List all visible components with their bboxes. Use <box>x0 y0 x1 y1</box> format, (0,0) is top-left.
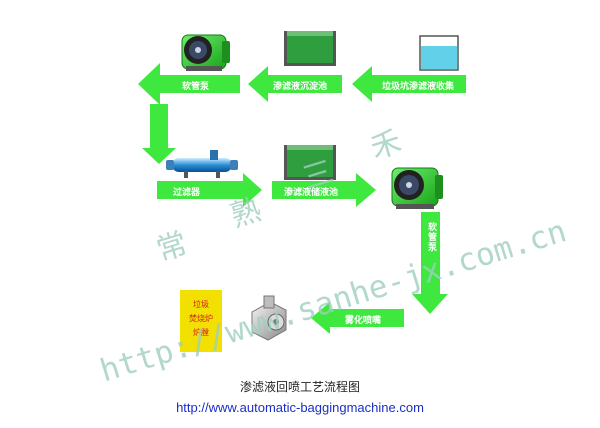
collection-pool-icon <box>419 35 459 71</box>
incinerator-line-1: 垃圾 <box>193 300 209 309</box>
incinerator-line-2: 焚烧炉 <box>189 314 213 323</box>
incinerator-box <box>180 290 222 352</box>
flow-arrow-filter-to-storage <box>157 173 262 207</box>
sediment-pool-icon <box>284 31 336 66</box>
website-url: http://www.automatic-baggingmachine.com <box>176 400 424 415</box>
flow-arrow-down-to-nozzle <box>412 212 448 314</box>
flow-arrow-down-to-filter <box>142 104 176 164</box>
flow-arrow-to-nozzle <box>311 302 404 334</box>
label-storage-pool: 渗滤液储液池 <box>284 188 339 198</box>
label-nozzle: 雾化喷嘴 <box>345 316 382 326</box>
label-sediment-pool: 渗滤液沉淀池 <box>273 82 328 92</box>
flow-arrow-storage-to-pump <box>272 173 376 207</box>
label-filter: 过滤器 <box>173 188 201 198</box>
incinerator-label: 垃圾 焚烧炉 炉膛 <box>183 298 219 340</box>
label-hose-pump-top: 软管泵 <box>182 82 210 92</box>
flow-arrow-pump-to-left <box>138 63 240 105</box>
flow-arrow-sediment-to-pump <box>248 66 342 102</box>
filter-icon <box>166 150 238 178</box>
label-collection-pool: 垃圾坑渗滤液收集 <box>382 82 455 92</box>
storage-pool-icon <box>284 145 336 180</box>
label-hose-pump-right: 软管泵 <box>426 222 436 252</box>
diagram-caption: 渗滤液回喷工艺流程图 <box>239 380 360 394</box>
hose-pump-right-icon <box>391 167 443 209</box>
flow-arrow-collection-to-sediment <box>352 66 466 102</box>
incinerator-line-3: 炉膛 <box>193 328 209 337</box>
atomizing-nozzle-icon <box>251 295 287 341</box>
hose-pump-top-icon <box>181 34 230 71</box>
